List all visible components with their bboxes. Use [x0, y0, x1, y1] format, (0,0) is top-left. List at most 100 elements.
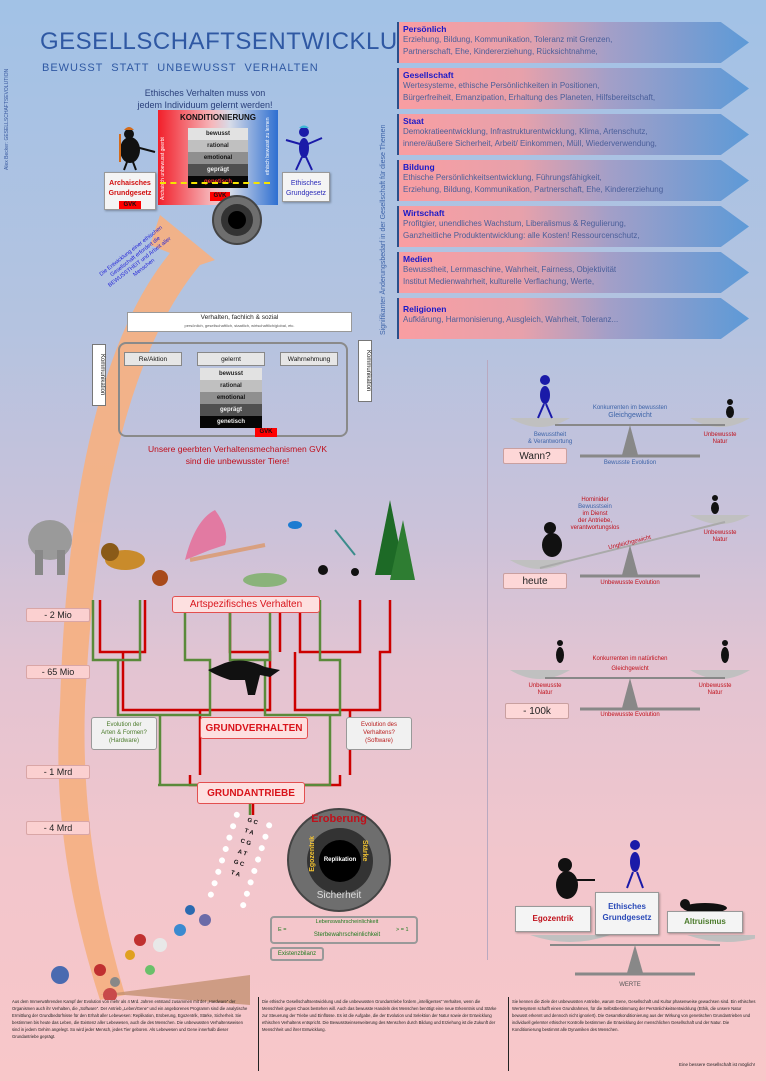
- timeline-65-mio: - 65 Mio: [26, 665, 90, 679]
- label-line: Unbewusste: [698, 683, 732, 689]
- label-line: Gleichgewicht: [608, 412, 652, 419]
- behaviour-banner: Verhalten, fachlich & sozial persönlich,…: [127, 312, 352, 332]
- label-line: Natur: [537, 690, 553, 696]
- badge-when: Wann?: [503, 448, 567, 464]
- topic-line: Erziehung, Bildung, Kommunikation, Toler…: [403, 35, 613, 44]
- archaic-man-icon: [556, 858, 595, 899]
- ethical-law-scroll: Ethisches Grundgesetz: [595, 892, 659, 935]
- scale-future: [510, 375, 750, 458]
- layer-conscious: bewusst: [188, 128, 248, 140]
- layer-rational: rational: [188, 140, 248, 152]
- evo-line: Evolution des: [360, 722, 398, 728]
- formula-denominator: Sterbewahrscheinlichkeit: [313, 932, 381, 938]
- label-line: Gleichgewicht: [611, 666, 649, 672]
- badge-today: heute: [503, 573, 567, 589]
- conditioning-layer-stack: bewusst rational emotional geprägt genet…: [188, 128, 248, 188]
- topic-medien: Medien Bewusstheit, Lernmaschine, Wahrhe…: [397, 252, 749, 293]
- layer-conscious: bewusst: [200, 368, 262, 380]
- footer-text-2: Die ethische Gesellschaftsentwicklung un…: [262, 999, 497, 1032]
- evolution-forms-box: Evolution der Arten & Formen? (Hardware): [91, 717, 157, 750]
- topic-religionen: Religionen Aufklärung, Harmonisierung, A…: [397, 298, 749, 339]
- scale-today: [510, 495, 750, 578]
- topic-head: Gesellschaft: [403, 70, 454, 80]
- footer-text-3: Sie kennen die Ziele der unbewussten Ant…: [512, 999, 756, 1032]
- formula-numerator: Lebenswahrscheinlichkeit: [315, 919, 379, 925]
- label-line: Natur: [712, 439, 728, 445]
- topic-persoenlich: Persönlich Erziehung, Bildung, Kommunika…: [397, 22, 749, 63]
- label-line: Unbewusste: [528, 683, 562, 689]
- evo-line: Arten & Formen?: [101, 730, 147, 736]
- layer-imprinted: geprägt: [188, 164, 248, 176]
- existence-balance-label: Existenzbilanz: [270, 947, 324, 961]
- learned-box: gelernt: [197, 352, 265, 366]
- altruism-scroll: Altruismus: [667, 911, 743, 933]
- development-arrow: [58, 215, 250, 1005]
- dinosaur-icon: [208, 660, 280, 695]
- timeline-2-mio: - 2 Mio: [26, 608, 90, 622]
- behaviour-banner-subtitle: persönlich, gesellschaftlich, staatlich,…: [184, 323, 295, 328]
- layer-rational: rational: [200, 380, 262, 392]
- archaic-law-scroll: Archaisches Grundgesetz GVK: [104, 172, 156, 210]
- topic-head: Staat: [403, 116, 424, 126]
- footer-divider: [258, 997, 259, 1071]
- topic-line: Ethische Persönlichkeitsentwicklung, Füh…: [403, 173, 602, 182]
- ring-label-strength: Stärke: [361, 840, 368, 862]
- ethical-person-icon: [285, 125, 323, 171]
- reaction-box: Re/Aktion: [124, 352, 182, 366]
- fish-icon: [243, 573, 287, 587]
- author-credit: Alex Becker: GESELLSCHAFTSEVOLUTION: [4, 68, 10, 170]
- ethic-note: Ethisches Verhalten muss von jedem Indiv…: [120, 87, 290, 111]
- archaic-man-icon: [726, 399, 734, 418]
- scale-base-label: Bewusste Evolution: [603, 460, 657, 466]
- communication-right: Kommunikation: [358, 340, 372, 402]
- topic-line: Bürgerfreiheit, Emanzipation, Erhaltung …: [403, 93, 656, 102]
- basic-drives-label: GRUNDANTRIEBE: [197, 782, 305, 804]
- squirrel-icon: [152, 570, 168, 586]
- evo-line: (Hardware): [108, 738, 139, 744]
- footer-divider: [508, 997, 509, 1071]
- gvk-badge: GVK: [119, 201, 141, 209]
- scale-left-label: Bewusstheit & Verantwortung: [520, 432, 580, 446]
- basic-behaviour-label: GRUNDVERHALTEN: [200, 717, 308, 739]
- ring-label-conquest: Eroberung: [311, 813, 367, 825]
- label-line: Unbewusste: [703, 432, 737, 438]
- label-line: Hominider: [581, 497, 609, 503]
- archaic-man-icon: [721, 640, 729, 663]
- topic-head: Medien: [403, 254, 433, 264]
- ethic-note-line: Ethisches Verhalten muss von: [144, 88, 266, 98]
- evolution-behaviour-box: Evolution des Verhaltens? (Software): [346, 717, 412, 750]
- gvk-caption: Unsere geerbten Verhaltensmechanismen GV…: [110, 443, 365, 467]
- behaviour-layer-stack: bewusst rational emotional geprägt genet…: [200, 368, 262, 428]
- timeline-4-mrd: - 4 Mrd: [26, 821, 90, 835]
- formula-condition: > = 1: [396, 927, 409, 933]
- ant-icon: [351, 568, 359, 576]
- spider-icon: [318, 565, 328, 575]
- label-line: Bewusstsein: [578, 504, 612, 510]
- scale-right-label: Unbewusste Natur: [690, 530, 750, 544]
- topic-head: Religionen: [403, 304, 447, 314]
- lion-icon: [101, 543, 145, 570]
- ethical-law-scroll: Ethisches Grundgesetz: [282, 172, 330, 202]
- badge-100k: - 100k: [505, 703, 569, 719]
- drives-ring-small: [212, 195, 262, 245]
- archaic-man-icon: [542, 522, 562, 557]
- conditioning-right-vertical: ethisch bewusst zu lernen: [265, 117, 271, 175]
- scroll-line: Ethisches: [608, 902, 646, 911]
- label-line: der Antriebe,: [577, 518, 613, 524]
- evo-line: (Software): [365, 738, 393, 744]
- evo-line: Verhaltens?: [363, 730, 395, 736]
- gvk-badge: GVK: [255, 428, 277, 437]
- topic-line: Partnerschaft, Ehe, Kindererziehung, Rüc…: [403, 47, 598, 56]
- gymnast-icon: [185, 510, 266, 562]
- topic-gesellschaft: Gesellschaft Wertesysteme, ethische Pers…: [397, 68, 749, 109]
- perception-box: Wahrnehmung: [280, 352, 338, 366]
- elephant-icon: [28, 520, 72, 575]
- topic-line: Aufklärung, Harmonisierung, Ausgleich, W…: [403, 315, 619, 324]
- scale-base-label: Unbewusste Evolution: [600, 712, 660, 718]
- topic-line: Institut Medienwahrheit, kulturelle Verf…: [403, 277, 595, 286]
- divider: [487, 360, 488, 960]
- scroll-line: Ethisches: [290, 180, 322, 187]
- kneeling-person-icon: [680, 899, 727, 913]
- timeline-1-mrd: - 1 Mrd: [26, 765, 90, 779]
- layer-emotional: emotional: [188, 152, 248, 164]
